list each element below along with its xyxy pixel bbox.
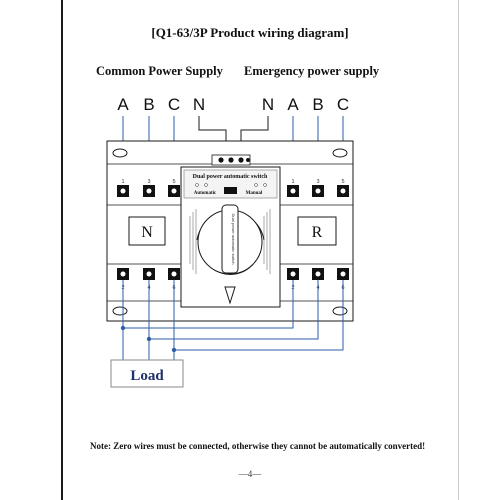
mode-manual-label: Manual bbox=[246, 191, 263, 196]
letter-emergency-n: N bbox=[262, 95, 274, 114]
bottom-terminals bbox=[117, 268, 349, 280]
load-label: Load bbox=[130, 368, 164, 384]
terminal-top-3-r: 3 bbox=[316, 179, 319, 185]
handle-text: Dual power automatic switch bbox=[231, 214, 236, 265]
controller-unit: Dual power automatic switch Automatic Ma… bbox=[180, 166, 281, 308]
emergency-supply-label: Emergency power supply bbox=[244, 64, 380, 78]
zero-wire-note: Note: Zero wires must be connected, othe… bbox=[90, 441, 426, 451]
top-terminal-numbers: 1 3 5 1 3 5 bbox=[121, 179, 344, 185]
letter-emergency-c: C bbox=[337, 95, 349, 114]
letter-common-c: C bbox=[168, 95, 180, 114]
common-supply-label: Common Power Supply bbox=[96, 64, 223, 78]
neutral-terminal-block bbox=[211, 154, 251, 166]
page-edge-right bbox=[458, 0, 459, 500]
letter-common-a: A bbox=[117, 95, 129, 114]
mode-switch bbox=[224, 187, 237, 194]
letter-emergency-b: B bbox=[312, 95, 323, 114]
terminal-top-3: 3 bbox=[147, 179, 150, 185]
wire-junctions bbox=[120, 325, 177, 353]
page-title: [Q1-63/3P Product wiring diagram] bbox=[151, 25, 349, 40]
terminal-top-1: 1 bbox=[121, 179, 124, 185]
mode-automatic-label: Automatic bbox=[194, 191, 217, 196]
rotary-handle bbox=[221, 204, 239, 274]
module-r: R bbox=[297, 216, 337, 246]
terminal-top-5-r: 5 bbox=[341, 179, 344, 185]
page-number: —4— bbox=[238, 469, 262, 479]
page-edge-left bbox=[61, 0, 63, 500]
module-n-label: N bbox=[141, 224, 153, 241]
load-box: Load bbox=[110, 359, 184, 388]
module-n: N bbox=[128, 216, 166, 246]
nameplate-text: Dual power automatic switch bbox=[193, 174, 268, 180]
position-arrow-icon bbox=[224, 286, 236, 305]
letter-emergency-a: A bbox=[287, 95, 299, 114]
terminal-top-1-r: 1 bbox=[291, 179, 294, 185]
output-wires bbox=[122, 280, 344, 360]
top-terminals bbox=[117, 185, 349, 197]
letter-common-n: N bbox=[193, 95, 205, 114]
module-r-label: R bbox=[312, 224, 323, 241]
terminal-top-5: 5 bbox=[172, 179, 175, 185]
letter-common-b: B bbox=[143, 95, 154, 114]
